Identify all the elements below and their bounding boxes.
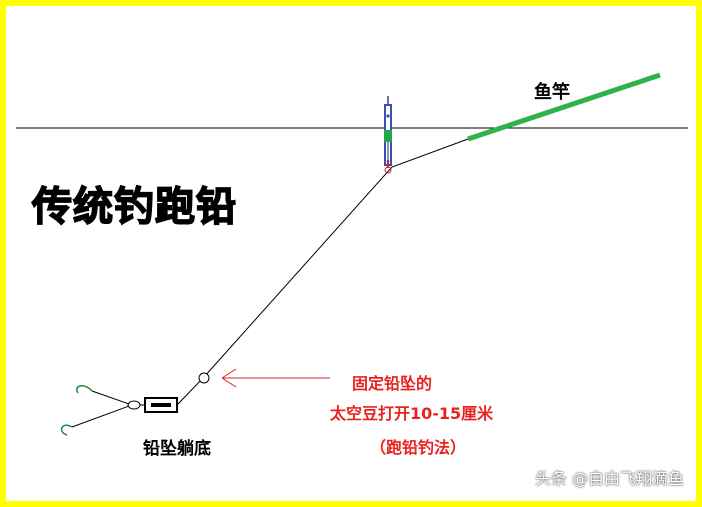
upper-hook-line bbox=[91, 390, 130, 405]
fishing-rod-icon bbox=[467, 72, 661, 142]
annotation-line-3: （跑铅钓法） bbox=[370, 438, 467, 457]
rod-label: 鱼竿 bbox=[534, 82, 570, 103]
main-line bbox=[176, 138, 469, 406]
diagram-title: 传统钓跑铅 bbox=[31, 183, 237, 231]
space-bean-icon bbox=[198, 372, 210, 384]
float-icon bbox=[384, 96, 392, 174]
sinker-label: 铅坠躺底 bbox=[143, 439, 211, 459]
lower-hook-line bbox=[71, 405, 130, 428]
watermark: 头条 @自由飞翔滴鱼 bbox=[534, 469, 684, 488]
hook-icon bbox=[60, 424, 73, 436]
annotation-line-2: 太空豆打开10-15厘米 bbox=[330, 404, 494, 423]
sinker-icon bbox=[144, 397, 178, 413]
hook-icon bbox=[76, 385, 93, 394]
annotation-line-1: 固定铅坠的 bbox=[352, 374, 433, 393]
swivel-icon bbox=[127, 400, 141, 410]
arrow-icon bbox=[221, 368, 330, 388]
